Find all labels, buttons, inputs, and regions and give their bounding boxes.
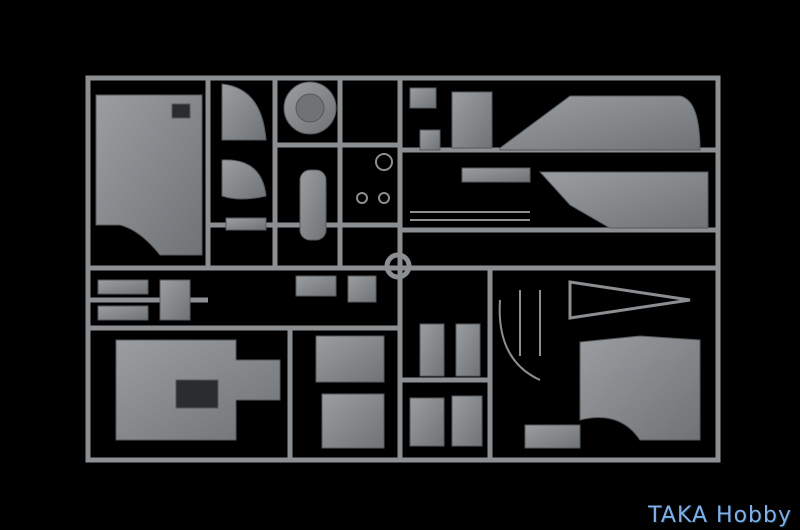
small-details [356, 153, 541, 381]
watermark-text: TAKA Hobby [648, 503, 792, 528]
sprue-hub [384, 252, 412, 280]
plastic-parts [95, 81, 709, 449]
